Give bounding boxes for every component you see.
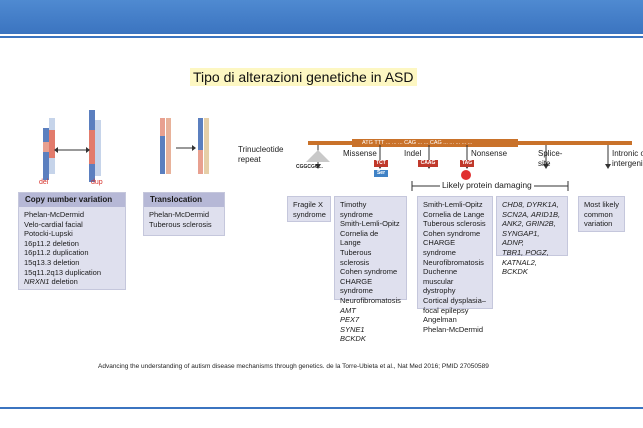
repeat-seq-label: CGGCGG...	[296, 164, 323, 170]
missense-gene: BCKDK	[340, 334, 366, 344]
caag-box: CAAG	[418, 160, 438, 167]
damaging-item: CHARGE syndrome	[423, 238, 456, 257]
trinucleotide-label: Trinucleotide repeat	[238, 145, 284, 164]
stop-icon	[461, 170, 471, 180]
cnv-item: 16p11.2 deletion	[24, 238, 79, 248]
bottom-divider	[0, 407, 643, 409]
gene-line: ANK2, GRIN2B,	[502, 219, 556, 229]
tag-box: TAG	[460, 160, 474, 167]
cnv-item: Phelan-McDermid	[24, 210, 85, 219]
gene-line: SYNGAP1, ADNP,	[502, 228, 540, 248]
damaging-item: Phelan-McDermid	[423, 324, 484, 334]
nrxn1-gene: NRXN1	[24, 277, 50, 287]
common-variation-panel: Most likely common variation	[578, 196, 625, 232]
translocation-panel: Translocation Phelan-McDermid Tuberous s…	[143, 192, 225, 236]
cnv-panel: Copy number variation Phelan-McDermid Ve…	[18, 192, 126, 290]
damaging-item: Cohen syndrome	[423, 228, 481, 238]
cnv-item: 15q13.3 deletion	[24, 257, 80, 267]
del-label: del	[39, 179, 49, 186]
citation: Advancing the understanding of autism di…	[98, 363, 489, 370]
damaging-item: dystrophy	[423, 286, 456, 296]
nonsense-label: Nonsense	[471, 149, 508, 158]
ser-box: Ser	[374, 170, 388, 177]
missense-gene: AMT	[340, 305, 356, 315]
missense-gene: PEX7	[340, 315, 360, 325]
missense-label: Missense	[343, 149, 377, 158]
cnv-item: Velo-cardial facial	[24, 219, 83, 229]
missense-gene: SYNE1	[340, 324, 365, 334]
tct-box: TCT	[374, 160, 388, 167]
missense-item: Smith-Lemli-Opitz	[340, 219, 400, 229]
fragile-x-panel: Fragile X syndrome	[287, 196, 331, 222]
missense-item: Cohen syndrome	[340, 267, 398, 277]
splice-label: Splice- site	[538, 149, 563, 168]
cnv-item: 15q11.2q13 duplication	[24, 267, 102, 277]
missense-item: CHARGE syndrome	[340, 276, 373, 296]
damaging-item: Angelman	[423, 315, 457, 325]
cnv-chromosomes	[43, 110, 101, 182]
damaging-item: Duchenne muscular	[423, 267, 458, 286]
top-divider	[0, 36, 643, 38]
missense-item: Tuberous sclerosis	[340, 247, 372, 267]
intronic-label: Intronic or intergenic	[612, 149, 643, 168]
gene-line: SCN2A, ARID1B,	[502, 209, 561, 219]
missense-item: Cornelia de Lange	[340, 228, 379, 248]
likely-damaging-label: Likely protein damaging	[440, 180, 534, 190]
cnv-panel-header: Copy number variation	[19, 193, 125, 207]
cnv-item: Potocki-Lupski	[24, 229, 73, 239]
missense-panel: Timothy syndrome Smith-Lemli-Opitz Corne…	[334, 196, 407, 343]
translocation-panel-header: Translocation	[144, 193, 224, 207]
damaging-item: focal epilepsy	[423, 305, 469, 315]
missense-item: Neurofibromatosis	[340, 295, 401, 305]
cnv-item-last: NRXN1 deletion	[24, 277, 120, 287]
sequence-label: ATG TTT ... ... ... CAG ... ... CAG ... …	[362, 140, 473, 146]
translocation-chromosomes	[160, 118, 209, 174]
gene-line: TBR1, POGZ,	[502, 247, 549, 257]
deletion-text: deletion	[49, 277, 78, 287]
missense-item: Timothy syndrome	[340, 200, 373, 219]
slide-title: Tipo di alterazioni genetiche in ASD	[190, 68, 417, 86]
damaging-item: Smith-Lemli-Opitz	[423, 200, 483, 209]
top-banner	[0, 0, 643, 34]
genes-panel: CHD8, DYRK1A, SCN2A, ARID1B, ANK2, GRIN2…	[496, 196, 568, 276]
translocation-item: Phelan-McDermid	[149, 210, 210, 219]
damaging-item: Cornelia de Lange	[423, 209, 485, 219]
indel-label: Indel	[404, 149, 422, 158]
cnv-item: 16p11.2 duplication	[24, 248, 89, 258]
damaging-item: Neurofibromatosis	[423, 257, 484, 267]
damaging-item: Cortical dysplasia–	[423, 295, 486, 305]
gene-line: CHD8, DYRK1A,	[502, 200, 559, 209]
gene-line: KATNAL2, BCKDK	[502, 257, 537, 277]
translocation-item: Tuberous sclerosis	[149, 219, 212, 229]
damaging-panel: Smith-Lemli-Opitz Cornelia de Lange Tube…	[417, 196, 493, 334]
dup-label: dup	[91, 179, 103, 186]
damaging-item: Tuberous sclerosis	[423, 219, 486, 229]
